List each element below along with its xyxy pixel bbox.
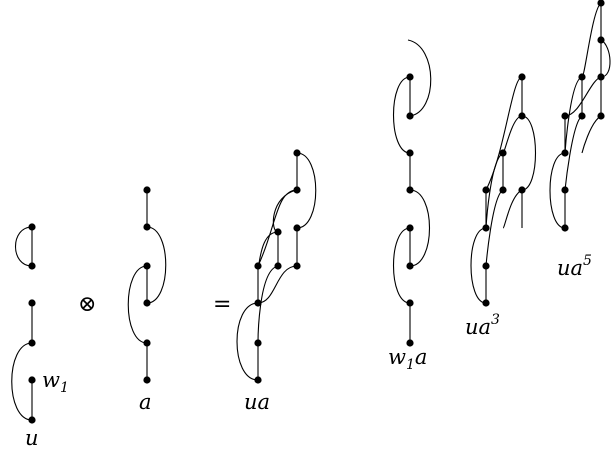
figure-ua5: ua5 — [549, 0, 611, 280]
tensor-operator: ⊗ — [78, 292, 96, 317]
label-w1: w1 — [42, 368, 69, 396]
label-ua3: ua3 — [465, 312, 500, 339]
label-u: u — [25, 426, 39, 450]
figure-u: w1 u — [11, 223, 69, 450]
label-ua: ua — [244, 390, 270, 414]
figure-a: a — [127, 186, 167, 414]
label-w1a: w1a — [388, 345, 427, 373]
figure-ua: ua — [236, 149, 317, 414]
label-a: a — [139, 390, 152, 414]
figure-w1a: w1a — [388, 39, 432, 373]
figure-ua3: ua3 — [465, 73, 536, 339]
label-ua5: ua5 — [557, 253, 592, 280]
equals-operator: = — [213, 292, 231, 317]
